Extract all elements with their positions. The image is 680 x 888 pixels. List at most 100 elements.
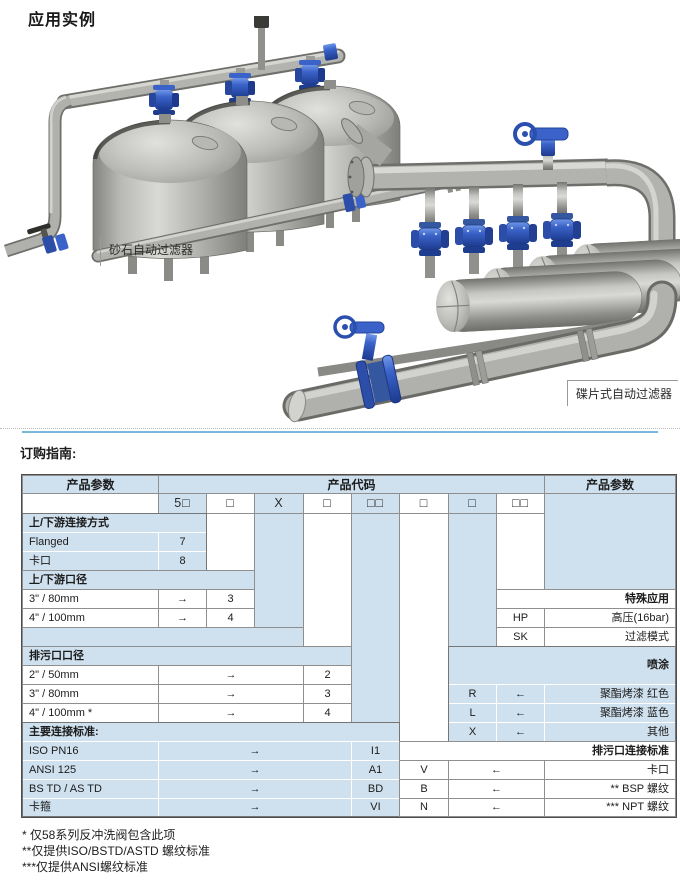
arrow-cell: → [158,741,352,761]
arrow-cell: ← [448,760,545,780]
header-cell-left: 产品参数 [22,475,159,494]
strip-cell [351,513,400,723]
row-label-cell: ANSI 125 [22,760,159,780]
control-valve-icon [513,122,569,170]
ordering-guide-table: 产品参数 产品代码 产品参数 5□ □ X □ □□ □ □ □□ 上/下游连接… [21,474,677,818]
row-label-cell: Flanged [22,532,159,552]
arrow-cell: → [158,779,352,799]
code-slot: □ [303,493,352,514]
code-cell: L [448,703,497,723]
filter-vessel [435,271,643,333]
code-cell: 2 [303,665,352,685]
arrow-cell: ← [496,703,545,723]
code-cell: HP [496,608,545,628]
row-label-cell: 4" / 100mm * [22,703,159,723]
arrow-cell: → [158,665,304,685]
code-slot: □ [448,493,497,514]
backwash-valve-icon [149,85,179,115]
blank-cell [22,627,304,647]
disc-valve-icon [543,213,581,247]
footnote: * 仅58系列反冲洗阀包含此项 [22,828,176,842]
strip-cell [399,513,449,742]
code-cell: 3 [303,684,352,704]
code-cell: X [448,722,497,742]
code-cell: 4 [303,703,352,723]
row-label-cell: BS TD / AS TD [22,779,159,799]
value-label-cell: *** NPT 螺纹 [544,798,676,817]
section-title-cell: 排污口口径 [22,646,352,666]
arrow-cell: ← [448,779,545,799]
arrow-cell: → [158,608,207,628]
sand-filter-caption: 砂石自动过滤器 [100,237,193,266]
arrow-cell: ← [496,722,545,742]
disc-filter-illustration [282,118,680,423]
footnote: **仅提供ISO/BSTD/ASTD 螺纹标准 [22,844,211,858]
strip-cell [303,513,352,647]
section-title-cell: 喷涂 [448,646,676,685]
row-label-cell: ISO PN16 [22,741,159,761]
header-cell-right: 产品参数 [544,475,676,494]
disc-filter-caption-text: 碟片式自动过滤器 [576,387,673,401]
section-title-cell: 上/下游连接方式 [22,513,207,533]
value-label-cell: 聚酯烤漆 蓝色 [544,703,676,723]
code-cell: 8 [158,551,207,571]
code-cell: I1 [351,741,400,761]
header-cell-center: 产品代码 [158,475,545,494]
code-cell: N [399,798,449,817]
section-title-cell: 主要连接标准: [22,722,400,742]
value-label-cell: ** BSP 螺纹 [544,779,676,799]
blank-cell [544,493,676,590]
code-cell: 3 [206,589,255,609]
strip-cell [206,513,255,571]
code-cell: R [448,684,497,704]
row-label-cell: 卡箍 [22,798,159,817]
code-slot: X [254,493,304,514]
arrow-cell: → [158,798,352,817]
sand-tank [92,114,248,281]
row-label-cell: 4" / 100mm [22,608,159,628]
code-cell: VI [351,798,400,817]
value-label-cell: 高压(16bar) [544,608,676,628]
application-illustrations [3,16,680,423]
arrow-cell: → [158,589,207,609]
disc-valve-icon [499,216,537,250]
code-cell: V [399,760,449,780]
code-cell: 4 [206,608,255,628]
main-valve-icon [333,315,402,409]
blank-cell [22,493,159,514]
code-slot: □□ [496,493,545,514]
value-label-cell: 过滤模式 [544,627,676,647]
strip-cell [448,513,497,647]
code-cell: 7 [158,532,207,552]
footnote: ***仅提供ANSI螺纹标准 [22,860,149,874]
arrow-cell: → [158,760,352,780]
section-title-cell: 特殊应用 [496,589,676,609]
row-label-cell: 2" / 50mm [22,665,159,685]
blue-divider [22,431,658,433]
code-cell: SK [496,627,545,647]
code-cell: B [399,779,449,799]
row-label-cell: 3" / 80mm [22,589,159,609]
code-slot: □□ [351,493,400,514]
code-slot: 5□ [158,493,207,514]
code-slot: □ [206,493,255,514]
value-label-cell: 卡口 [544,760,676,780]
drain-valve-icon [27,223,69,254]
disc-filter-caption: 碟片式自动过滤器 [567,380,679,406]
dotted-divider [0,428,680,429]
row-label-cell: 卡口 [22,551,159,571]
arrow-cell: → [158,703,304,723]
page-title: 应用实例 [28,12,97,29]
strip-cell [496,513,545,590]
sand-filter-caption-text: 砂石自动过滤器 [109,243,194,257]
code-slot: □ [399,493,449,514]
footnotes: * 仅58系列反冲洗阀包含此项 **仅提供ISO/BSTD/ASTD 螺纹标准 … [22,827,210,875]
air-vent-icon [254,16,269,70]
disc-valve-icon [411,222,449,256]
section-title-cell: 排污口连接标准 [399,741,676,761]
code-cell: A1 [351,760,400,780]
backwash-valve-icon [295,60,325,90]
section-title-cell: 上/下游口径 [22,570,255,590]
arrow-cell: ← [496,684,545,704]
